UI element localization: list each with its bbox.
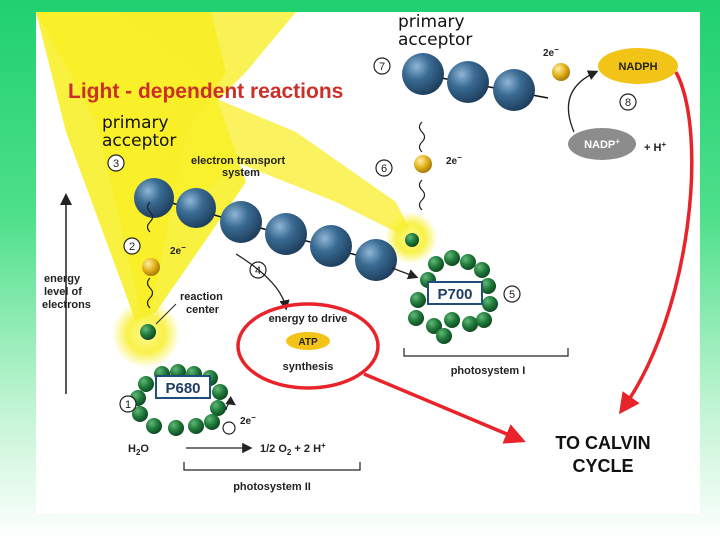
synthesis-label: synthesis	[283, 361, 334, 373]
step-6-marker: 6	[375, 159, 393, 177]
photosystem-2-bracket	[183, 462, 361, 471]
electron-transport-label-2: system	[222, 167, 260, 179]
light-reactions-diagram: Light - dependent reactions energy level…	[36, 12, 694, 493]
electron-transport-chain-lower	[134, 178, 397, 281]
step-8-marker: 8	[619, 93, 637, 111]
electron-label-6: 2e−	[446, 153, 462, 167]
p680-box	[155, 375, 211, 399]
primary-acceptor-top-1: primary	[398, 12, 465, 32]
electron-ball-6	[414, 155, 432, 173]
diagram-panel: Light - dependent reactions energy level…	[36, 12, 700, 514]
electron-label-2: 2e−	[170, 243, 186, 257]
primary-acceptor-top-2: acceptor	[398, 30, 472, 50]
diagram-title: Light - dependent reactions	[68, 80, 343, 103]
p700-label: P700	[437, 286, 472, 303]
water-label: H2O	[128, 443, 149, 457]
nadph-badge	[598, 48, 678, 84]
atp-badge	[286, 332, 330, 350]
svg-text:2: 2	[129, 241, 135, 253]
p700-reaction-center-ball	[405, 233, 419, 247]
hydrogen-label: + H+	[644, 140, 666, 154]
primary-acceptor-left-1: primary	[102, 113, 169, 133]
electron-path-6-lower	[418, 179, 426, 211]
calvin-cycle-label-2: CYCLE	[572, 456, 633, 476]
svg-text:4: 4	[255, 265, 261, 277]
step-2-marker: 2	[123, 237, 141, 255]
sunlight-beams	[36, 12, 416, 322]
electron-label-7: 2e−	[543, 45, 559, 59]
water-electron-label: 2e−	[240, 413, 256, 427]
water-electron-ball	[222, 421, 236, 435]
photosystem-1-label: photosystem I	[451, 365, 526, 377]
energy-label-2: level of	[44, 286, 82, 298]
nadph-to-calvin-arrow	[618, 71, 694, 415]
svg-text:6: 6	[381, 163, 387, 175]
photosystem-2-label: photosystem II	[233, 481, 311, 493]
svg-text:7: 7	[379, 61, 385, 73]
reaction-center-pointer	[155, 303, 177, 325]
electron-path-6-upper	[418, 121, 426, 153]
energy-to-drive-label: energy to drive	[269, 313, 348, 325]
nadph-label: NADPH	[618, 61, 657, 73]
energy-flow-arrow	[235, 253, 290, 311]
electron-ball-2	[142, 258, 160, 276]
svg-text:8: 8	[625, 97, 631, 109]
svg-text:3: 3	[113, 158, 119, 170]
calvin-cycle-label-1: TO CALVIN	[555, 433, 650, 453]
step-3-marker: 3	[107, 154, 125, 172]
reaction-center-label-2: center	[186, 304, 220, 316]
electron-path-2-up	[146, 201, 154, 233]
atp-to-calvin-arrow	[363, 372, 526, 444]
chain-to-p700-arrow	[391, 267, 419, 280]
nadp-reduction-arrow	[567, 70, 599, 133]
oxygen-label: 1/2 O2 + 2 H+	[260, 441, 326, 457]
energy-label-1: energy	[44, 273, 81, 285]
step-7-marker: 7	[373, 57, 391, 75]
photosystem-1-bracket	[403, 348, 569, 357]
electron-path-2-down	[146, 277, 154, 309]
step-1-marker: 1	[119, 395, 137, 413]
atp-synthesis-circle	[236, 302, 380, 390]
electron-transport-label-1: electron transport	[191, 155, 285, 167]
atp-label: ATP	[298, 337, 318, 348]
p700-box	[427, 281, 483, 305]
p700-cluster	[408, 250, 498, 344]
step-5-marker: 5	[503, 285, 521, 303]
electron-ball-7	[552, 63, 570, 81]
energy-label-3: electrons	[42, 299, 91, 311]
reaction-center-label-1: reaction	[180, 291, 223, 303]
p680-label: P680	[165, 380, 200, 397]
p680-cluster	[130, 364, 228, 436]
reaction-center-ball	[140, 324, 156, 340]
svg-text:5: 5	[509, 289, 515, 301]
electron-transport-chain-upper	[402, 53, 549, 111]
water-electron-arrow	[225, 396, 236, 411]
primary-acceptor-left-2: acceptor	[102, 131, 176, 151]
nadp-label: NADP+	[584, 137, 620, 151]
nadp-badge	[568, 128, 636, 160]
svg-text:1: 1	[125, 399, 131, 411]
